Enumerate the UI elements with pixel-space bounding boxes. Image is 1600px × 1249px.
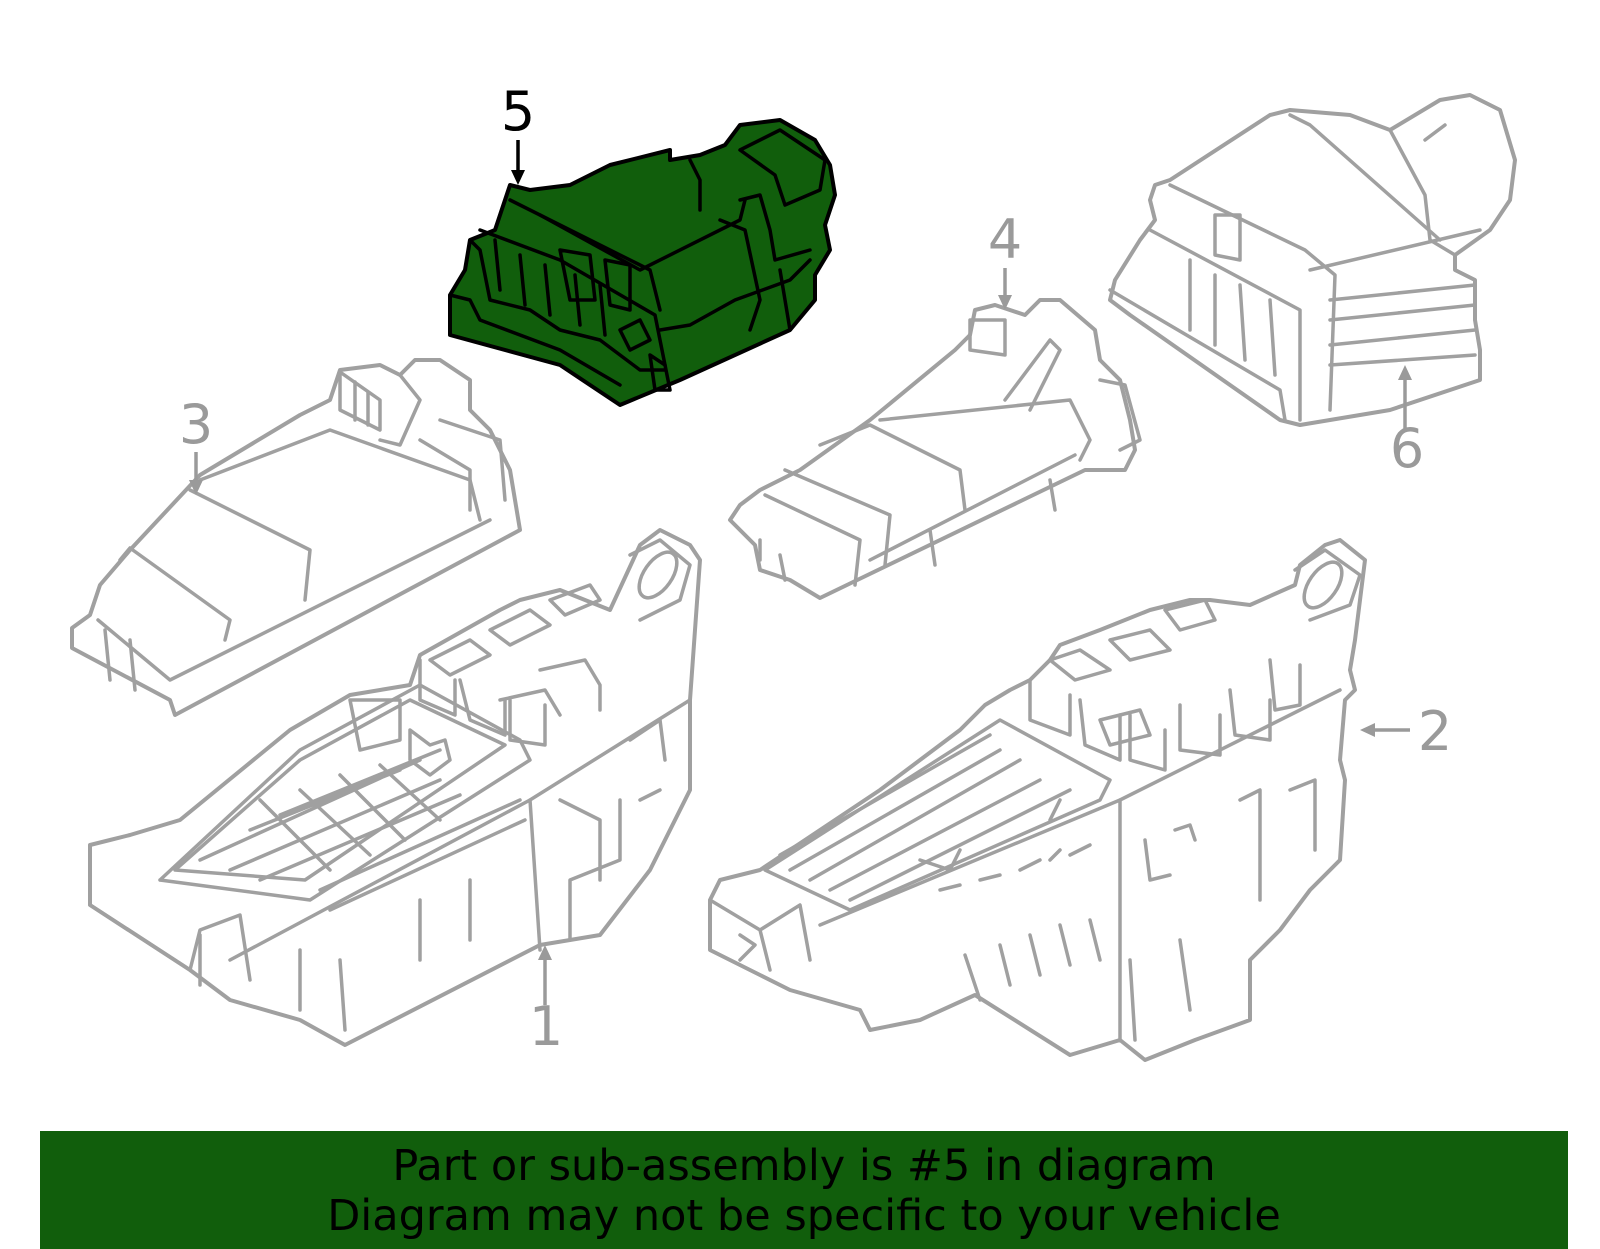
callout-3: 3 xyxy=(179,393,213,495)
callout-1: 1 xyxy=(529,945,563,1058)
callout-2: 2 xyxy=(1360,700,1452,763)
part-5-highlighted xyxy=(448,118,837,407)
part-6-box xyxy=(1108,93,1517,427)
banner-line-2: Diagram may not be specific to your vehi… xyxy=(327,1191,1281,1241)
callout-5: 5 xyxy=(501,80,535,185)
callout-6: 6 xyxy=(1390,365,1424,480)
callout-6-label: 6 xyxy=(1390,417,1424,480)
callout-2-label: 2 xyxy=(1418,700,1452,763)
callout-3-label: 3 xyxy=(179,393,213,456)
part-4-cover xyxy=(728,298,1142,600)
part-1-box xyxy=(88,528,702,1047)
callout-4-label: 4 xyxy=(988,208,1022,271)
part-2-box xyxy=(708,538,1367,1062)
banner-line-1: Part or sub-assembly is #5 in diagram xyxy=(392,1141,1216,1191)
part-3-cover xyxy=(70,358,522,717)
info-banner: Part or sub-assembly is #5 in diagram Di… xyxy=(40,1131,1568,1249)
callout-5-label: 5 xyxy=(501,80,535,143)
callout-1-label: 1 xyxy=(529,995,563,1058)
callout-4: 4 xyxy=(988,208,1022,310)
